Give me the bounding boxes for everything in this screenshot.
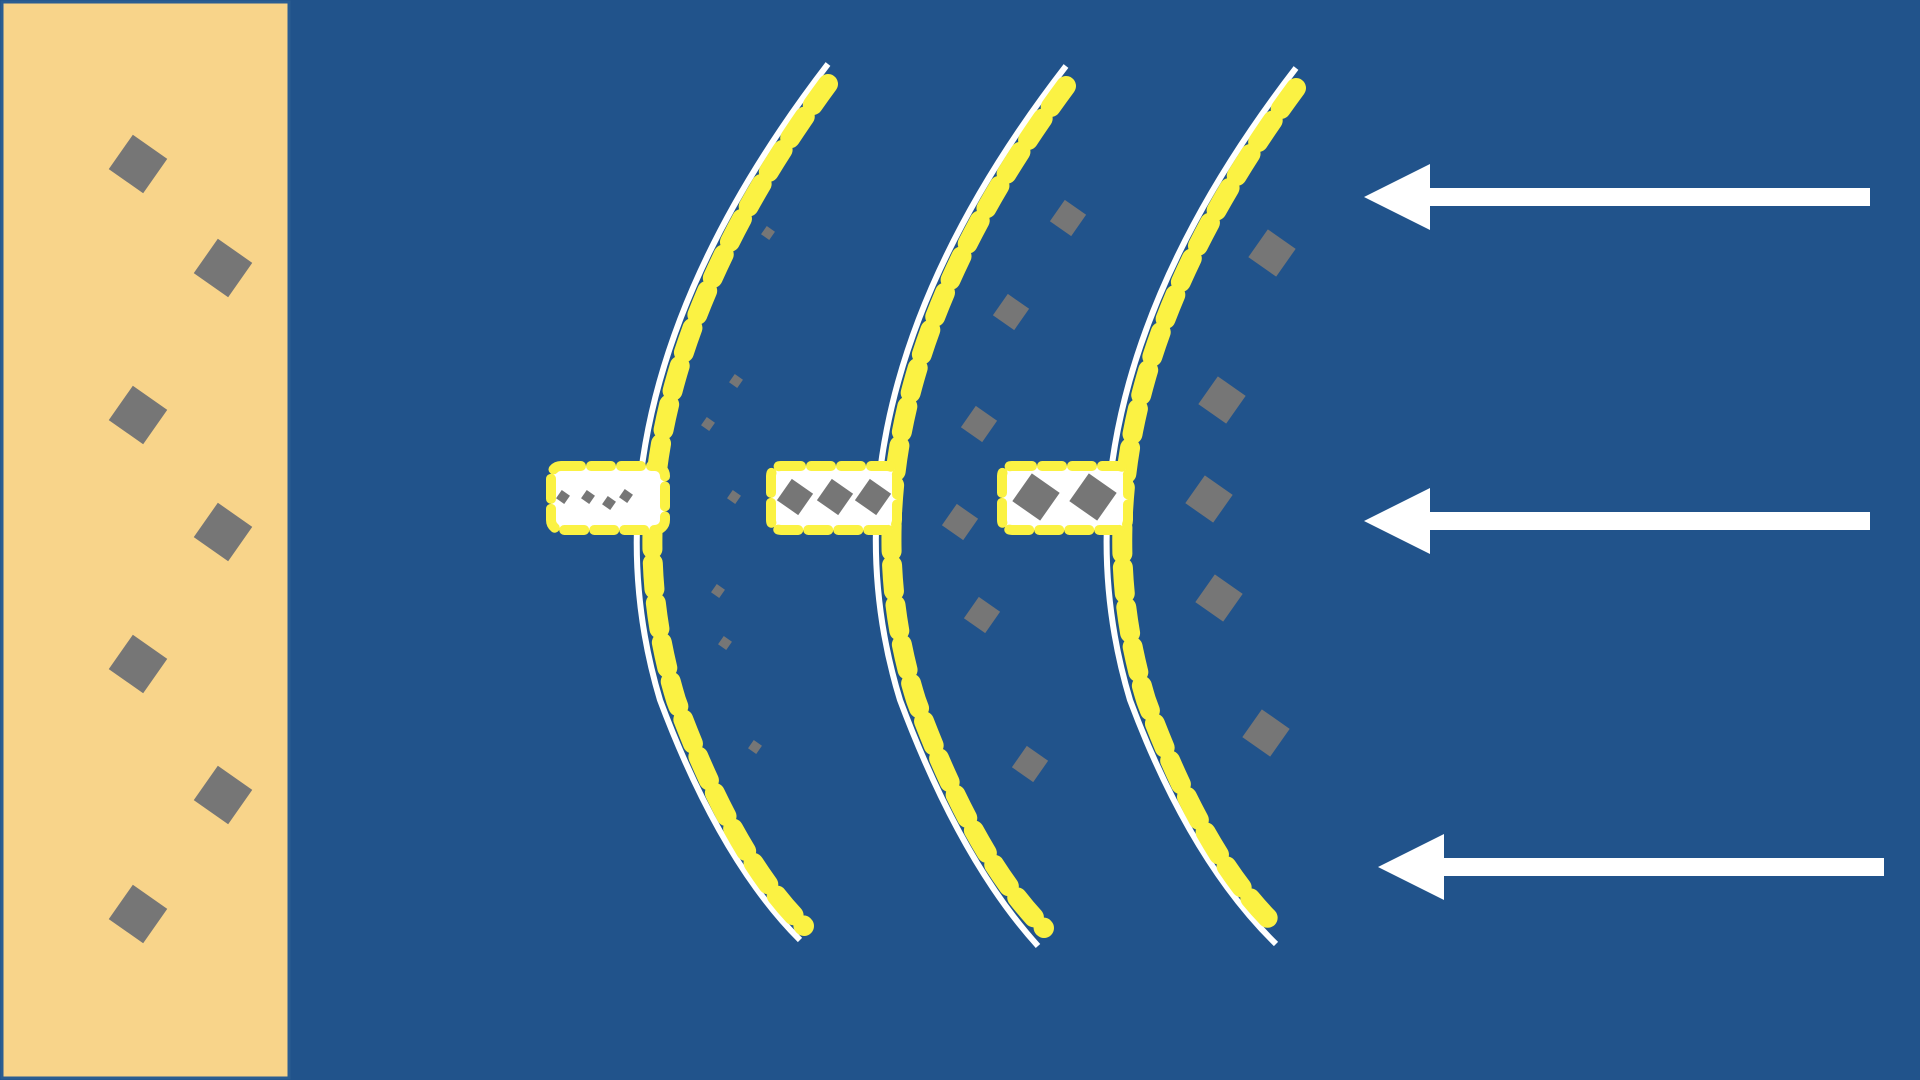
membrane-3-arc [1103,66,1299,947]
membrane-2-scattered-particles [941,199,1087,783]
medium-particle [963,596,1001,634]
membrane-3 [997,66,1306,947]
large-particle [1069,473,1117,521]
membrane-3-dashes [1112,78,1306,936]
membrane-1 [546,62,838,943]
sand-particle [108,884,168,944]
sand-particles [108,134,253,944]
large-particle [1185,475,1233,523]
membrane-3-pore-particles [1012,473,1117,521]
membrane-2-pore-particles [776,478,892,516]
flow-arrow-head [1364,488,1430,554]
membrane-2-dashes [881,76,1076,938]
sand-particle [108,634,168,694]
medium-particle [960,405,998,443]
medium-particle [1011,745,1049,783]
flow-arrow-shaft [1420,188,1870,206]
tiny-particle [718,636,732,650]
tiny-particle [748,740,762,754]
membrane-1-arc [633,62,831,943]
large-particle [1242,709,1290,757]
medium-particle [1049,199,1087,237]
tiny-particle [602,496,616,510]
sand-particle [108,385,168,445]
sand-particle [193,765,253,825]
tiny-particle [619,489,633,503]
medium-particle [816,478,854,516]
large-particle [1012,473,1060,521]
sand-particle [193,238,253,298]
membrane-2-arc [872,64,1069,949]
membrane-1-scattered-particles [701,226,775,754]
medium-particle [854,478,892,516]
flow-arrows [1364,164,1884,900]
medium-particle [776,478,814,516]
membrane-2 [766,64,1087,949]
large-particle [1195,574,1243,622]
flow-arrow-shaft [1420,512,1870,530]
flow-arrow-bottom [1378,834,1884,900]
membrane-1-pore-particles [556,489,633,510]
medium-particle [992,293,1030,331]
sand-particle [108,134,168,194]
tiny-particle [556,490,570,504]
tiny-particle [701,417,715,431]
tiny-particle [727,490,741,504]
flow-arrow-head [1364,164,1430,230]
large-particle [1198,376,1246,424]
sand-particle [193,502,253,562]
tiny-particle [711,584,725,598]
tiny-particle [729,374,743,388]
tiny-particle [581,490,595,504]
flow-arrow-shaft [1434,858,1884,876]
medium-particle [941,503,979,541]
membrane-1-dashes [642,74,838,936]
flow-arrow-middle [1364,488,1870,554]
large-particle [1248,229,1296,277]
flow-arrow-head [1378,834,1444,900]
flow-arrow-top [1364,164,1870,230]
membrane-3-scattered-particles [1185,229,1296,757]
tiny-particle [761,226,775,240]
